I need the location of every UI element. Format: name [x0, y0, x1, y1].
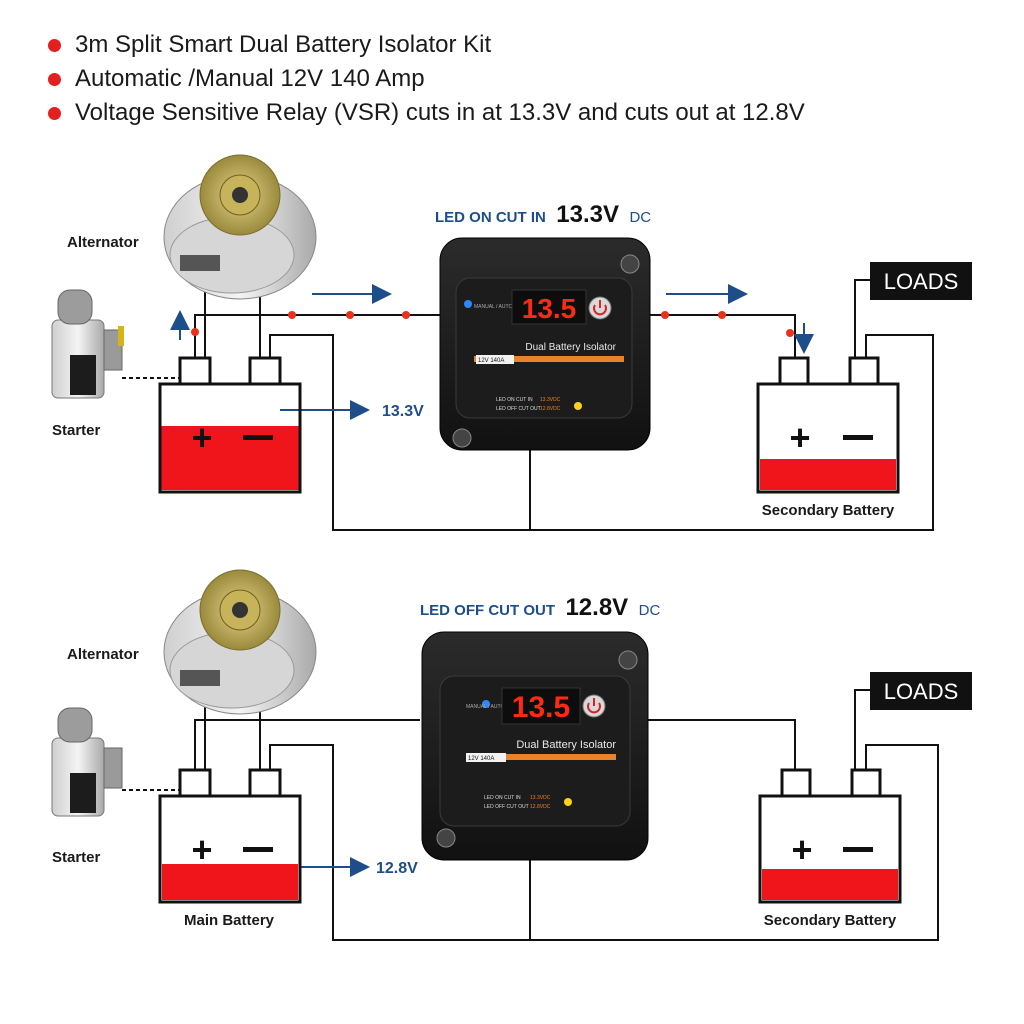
svg-text:12.8VDC: 12.8VDC [530, 804, 551, 810]
status-led-icon [574, 402, 582, 410]
svg-text:Dual Battery Isolator: Dual Battery Isolator [516, 739, 616, 751]
feature-text: 3m Split Smart Dual Battery Isolator Kit [75, 31, 492, 58]
power-button-icon [588, 296, 612, 320]
mode-led-icon [482, 700, 490, 708]
main-battery-icon: + [158, 356, 302, 494]
svg-text:12.8VDC: 12.8VDC [540, 406, 561, 412]
feature-item: 3m Split Smart Dual Battery Isolator Kit [48, 28, 805, 62]
feature-item: Automatic /Manual 12V 140 Amp [48, 62, 805, 96]
alternator-label: Alternator [67, 234, 139, 251]
starter-motor-icon [51, 707, 123, 817]
alternator-label: Alternator [67, 646, 139, 663]
secondary-battery-label: Secondary Battery [764, 912, 897, 929]
svg-text:MANUAL / AUTO: MANUAL / AUTO [474, 304, 512, 310]
power-button-icon [582, 694, 606, 718]
svg-text:13.3VDC: 13.3VDC [530, 795, 551, 801]
alternator-icon [163, 569, 317, 715]
loads-label: LOADS [884, 679, 959, 704]
flow-arrows [170, 284, 814, 420]
svg-text:+: + [191, 829, 212, 870]
status-led-icon [564, 798, 572, 806]
main-battery-label: Main Battery [184, 912, 275, 929]
alternator-icon [163, 154, 317, 300]
svg-text:LED OFF CUT OUT: LED OFF CUT OUT [484, 804, 529, 810]
feature-text: Voltage Sensitive Relay (VSR) cuts in at… [75, 99, 805, 126]
svg-text:13.5: 13.5 [522, 293, 577, 324]
starter-motor-icon [51, 289, 124, 399]
svg-text:+: + [191, 417, 212, 458]
bottom-panel: Alternator Starter + 12.8V Main Battery … [51, 569, 972, 941]
secondary-battery-icon: + [756, 356, 900, 494]
starter-label: Starter [52, 422, 101, 439]
bullet-dot-icon [48, 38, 61, 52]
secondary-battery-icon: + [758, 768, 902, 904]
feature-item: Voltage Sensitive Relay (VSR) cuts in at… [48, 96, 805, 130]
feature-list: 3m Split Smart Dual Battery Isolator Kit… [48, 28, 805, 130]
led-status-heading: LED ON CUT IN 13.3V DC [435, 201, 651, 228]
feature-text: Automatic /Manual 12V 140 Amp [75, 65, 425, 92]
main-voltage-readout: 12.8V [376, 860, 418, 877]
svg-text:13.3VDC: 13.3VDC [540, 397, 561, 403]
loads-box [870, 262, 972, 300]
svg-text:LED OFF CUT OUT: LED OFF CUT OUT [496, 406, 541, 412]
svg-text:13.5: 13.5 [512, 691, 570, 724]
secondary-battery-label: Secondary Battery [762, 502, 895, 519]
isolator-device-icon: MANUAL / AUTO 13.5 Dual Battery Isolator… [421, 631, 649, 861]
top-wires [122, 279, 934, 531]
top-panel: Alternator Starter + 13.3V LED ON CUT IN… [51, 154, 972, 531]
loads-box [870, 672, 972, 710]
bullet-dot-icon [48, 72, 61, 86]
isolator-device-icon: MANUAL / AUTO 13.5 Dual Battery Isolator… [439, 237, 651, 451]
led-status-heading: LED OFF CUT OUT 12.8V DC [420, 594, 660, 621]
main-voltage-readout: 13.3V [382, 403, 424, 420]
svg-text:12V 140A: 12V 140A [468, 756, 494, 762]
bottom-wires [122, 689, 939, 941]
svg-text:LED ON CUT IN: LED ON CUT IN [496, 397, 533, 403]
svg-text:+: + [789, 417, 810, 458]
voltage-display [511, 289, 587, 325]
bullet-dot-icon [48, 106, 61, 120]
starter-label: Starter [52, 849, 101, 866]
current-dots [191, 311, 794, 337]
loads-label: LOADS [884, 269, 959, 294]
svg-text:+: + [791, 829, 812, 870]
svg-text:MANUAL / AUTO: MANUAL / AUTO [466, 704, 504, 710]
svg-text:Dual Battery Isolator: Dual Battery Isolator [525, 342, 616, 353]
svg-text:LED ON CUT IN: LED ON CUT IN [484, 795, 521, 801]
svg-text:12V 140A: 12V 140A [478, 358, 504, 364]
mode-led-icon [464, 300, 472, 308]
main-battery-icon: + [158, 768, 302, 904]
voltage-display [501, 687, 581, 725]
